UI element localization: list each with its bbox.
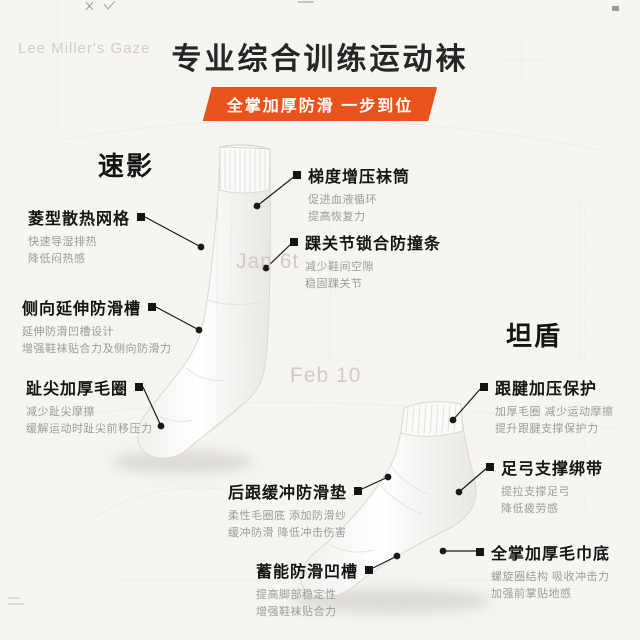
callout-desc: 促进血液循环 提高恢复力 <box>308 194 377 223</box>
callout-marker <box>354 487 363 495</box>
callout-marker <box>148 303 157 311</box>
callout-marker <box>486 463 494 471</box>
callout-marker <box>135 383 144 391</box>
callout-marker <box>293 171 301 179</box>
watermark-date-1: Jan 6t <box>236 250 300 273</box>
callout-marker <box>137 213 146 221</box>
callout-desc: 延伸防滑凹槽设计 增强鞋袜贴合力及侧向防滑力 <box>22 326 172 355</box>
callout-heel-cushion-pad: 后跟缓冲防滑垫 柔性毛圈底 添加防滑纱 缓冲防滑 降低冲击伤害 <box>228 479 363 541</box>
callout-energy-antislip-groove: 蓄能防滑凹槽 提高脚部稳定性 增强鞋袜贴合力 <box>256 558 374 620</box>
callout-title: 菱型散热网格 <box>28 211 131 228</box>
product-name-left: 速影 <box>98 151 155 181</box>
callout-title: 踝关节锁合防撞条 <box>305 236 442 253</box>
feature-badge: 全掌加厚防滑 一步到位 <box>203 87 437 121</box>
callout-title: 足弓支撑绑带 <box>501 461 604 478</box>
right-sock-shadow <box>292 588 492 614</box>
callout-title: 侧向延伸防滑槽 <box>22 301 142 318</box>
callout-full-sole-terry: 全掌加厚毛巾底 螺旋圈结构 吸收冲击力 加强前掌贴地感 <box>476 540 610 602</box>
callout-ankle-lock-bumper: 踝关节锁合防撞条 减少鞋间空隙 稳固踝关节 <box>290 230 441 292</box>
callout-diamond-heat-mesh: 菱型散热网格 快速导湿排热 降低闷热感 <box>28 205 146 267</box>
callout-desc: 提拉支撑足弓 降低疲劳感 <box>501 486 570 515</box>
callout-title: 蓄能防滑凹槽 <box>256 564 359 581</box>
callout-desc: 螺旋圈结构 吸收冲击力 加强前掌贴地感 <box>491 571 610 600</box>
callout-lines <box>142 175 489 569</box>
callout-desc: 柔性毛圈底 添加防滑纱 缓冲防滑 降低冲击伤害 <box>228 510 347 539</box>
callout-title: 梯度增压袜筒 <box>308 169 411 186</box>
callout-marker <box>480 383 488 391</box>
callout-gradient-compression-cuff: 梯度增压袜筒 促进血液循环 提高恢复力 <box>293 163 410 225</box>
corner-marks <box>8 0 619 605</box>
callout-arch-support-band: 足弓支撑绑带 提拉支撑足弓 降低疲劳感 <box>486 455 603 517</box>
callout-achilles-compression: 跟腱加压保护 加厚毛圈 减少运动摩擦 提升跟腱支撑保护力 <box>480 375 614 437</box>
callout-marker <box>290 238 298 246</box>
callout-desc: 快速导湿排热 降低闷热感 <box>28 236 97 265</box>
callout-title: 跟腱加压保护 <box>495 381 598 398</box>
product-name-right: 坦盾 <box>506 321 563 351</box>
callout-desc: 提高脚部稳定性 增强鞋袜贴合力 <box>256 589 337 618</box>
callout-title: 全掌加厚毛巾底 <box>491 546 611 563</box>
callout-marker <box>476 548 484 556</box>
callout-desc: 减少趾尖摩擦 缓解运动时趾尖前移压力 <box>26 406 153 435</box>
right-sock-illustration <box>300 401 477 598</box>
callout-marker <box>365 566 374 574</box>
callout-title: 趾尖加厚毛圈 <box>26 381 129 398</box>
callout-toe-thick-terry: 趾尖加厚毛圈 减少趾尖摩擦 缓解运动时趾尖前移压力 <box>26 375 153 437</box>
watermark-signature: Lee Miller's Gaze <box>18 40 151 57</box>
callout-title: 后跟缓冲防滑垫 <box>228 485 348 502</box>
watermark-date-2: Feb 10 <box>290 364 362 387</box>
callout-desc: 加厚毛圈 减少运动摩擦 提升跟腱支撑保护力 <box>495 406 614 435</box>
callout-lateral-antislip-groove: 侧向延伸防滑槽 延伸防滑凹槽设计 增强鞋袜贴合力及侧向防滑力 <box>22 295 172 357</box>
left-sock-illustration <box>137 144 271 459</box>
callout-dots <box>157 202 463 560</box>
page-title: 专业综合训练运动袜 <box>171 43 469 76</box>
callout-desc: 减少鞋间空隙 稳固踝关节 <box>305 261 374 290</box>
left-sock-shadow <box>110 450 254 474</box>
